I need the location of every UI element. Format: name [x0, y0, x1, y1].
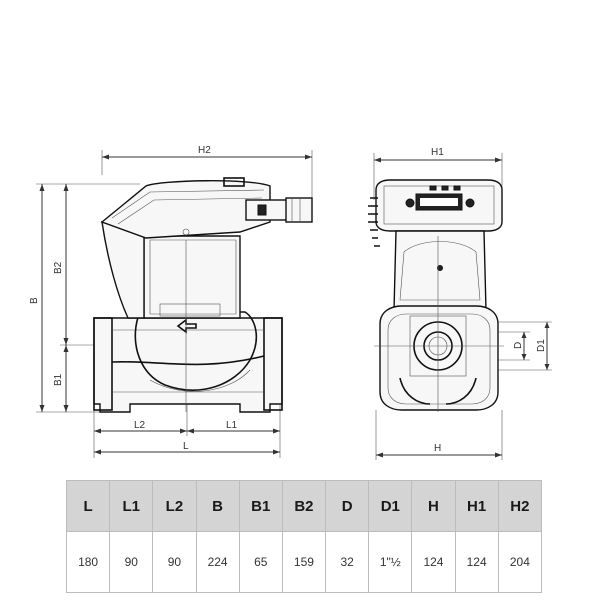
- label-l2: L2: [134, 420, 146, 431]
- header-cell: H2: [497, 480, 543, 532]
- label-h2: H2: [198, 145, 211, 156]
- table-cell: 32: [325, 531, 370, 593]
- dimension-b2-b1: B2 B1: [53, 184, 108, 412]
- table-cell: 1"½: [368, 531, 413, 593]
- dimension-b: B: [29, 183, 140, 413]
- header-cell: B: [195, 480, 240, 532]
- header-cell: L: [65, 480, 111, 532]
- front-view: H1 H D D1: [368, 147, 552, 460]
- table-cell: 124: [411, 531, 456, 593]
- label-b: B: [29, 297, 40, 304]
- header-cell: H: [411, 480, 456, 532]
- dimension-h: H: [375, 410, 503, 460]
- table-header-row: L L1 L2 B B1 B2 D D1 H H1 H2: [65, 480, 543, 532]
- table-cell: 65: [238, 531, 283, 593]
- dimensions-table: L L1 L2 B B1 B2 D D1 H H1 H2 180 90 90 2…: [65, 480, 543, 593]
- label-l1: L1: [226, 420, 238, 431]
- header-cell: L2: [152, 480, 197, 532]
- header-cell: D: [325, 480, 370, 532]
- table-cell: 90: [152, 531, 197, 593]
- table-cell: 180: [65, 531, 111, 593]
- table-cell: 124: [454, 531, 499, 593]
- label-d1: D1: [536, 339, 547, 352]
- header-cell: B2: [281, 480, 327, 532]
- side-view: H2 B B2 B1 L2 L1: [29, 145, 313, 458]
- pump-side-outline: [93, 177, 313, 413]
- table-cell: 224: [195, 531, 240, 593]
- label-d: D: [513, 342, 524, 349]
- header-cell: L1: [109, 480, 154, 532]
- pump-front-outline: [368, 179, 504, 412]
- table-cell: 90: [109, 531, 154, 593]
- table-row: 180 90 90 224 65 159 32 1"½ 124 124 204: [65, 531, 543, 593]
- technical-drawing: H2 B B2 B1 L2 L1: [29, 145, 552, 460]
- label-h1: H1: [431, 147, 444, 158]
- label-l: L: [183, 441, 189, 452]
- label-h: H: [434, 443, 441, 454]
- table-cell: 159: [281, 531, 327, 593]
- table-cell: 204: [497, 531, 543, 593]
- label-b1: B1: [53, 373, 64, 386]
- header-cell: B1: [238, 480, 283, 532]
- dimension-h2: H2: [101, 145, 313, 200]
- header-cell: D1: [368, 480, 413, 532]
- header-cell: H1: [454, 480, 499, 532]
- label-b2: B2: [53, 261, 64, 274]
